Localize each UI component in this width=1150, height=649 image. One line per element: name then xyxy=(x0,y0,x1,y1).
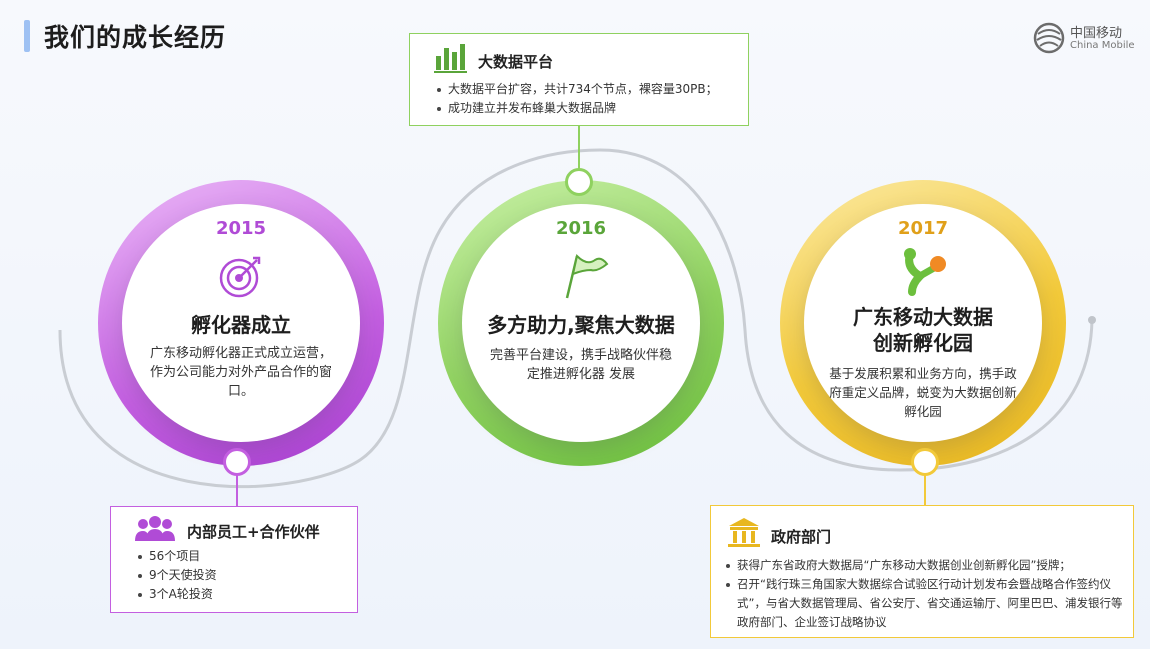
milestone-year: 2016 xyxy=(555,218,607,239)
milestone-2017-card: 2017 广东移动大数据 创新孵化园 基于发展积累和业务方向，携手政府重定义品牌… xyxy=(804,204,1042,442)
box-title: 内部员工+合作伙伴 xyxy=(187,523,320,541)
list-item: 大数据平台扩容，共计734个节点，裸容量30PB； xyxy=(436,80,718,99)
china-mobile-logo-icon xyxy=(1033,22,1065,54)
milestone-title: 孵化器成立 xyxy=(191,313,291,337)
list-item: 召开“践行珠三角国家大数据综合试验区行动计划发布会暨战略合作签约仪式”，与省大数… xyxy=(725,575,1125,632)
box-title: 大数据平台 xyxy=(478,53,554,71)
milestone-2017-dot xyxy=(911,448,939,476)
list-item: 9个天使投资 xyxy=(137,566,217,585)
logo-text-en: China Mobile xyxy=(1070,40,1135,51)
milestone-2016-card: 2016 多方助力,聚焦大数据 完善平台建设，携手战略伙伴稳定推进孵化器 发展 xyxy=(462,204,700,442)
staff-partners-box: 内部员工+合作伙伴 56个项目 9个天使投资 3个A轮投资 xyxy=(110,506,358,613)
box-list: 获得广东省政府大数据局“广东移动大数据创业创新孵化园”授牌； 召开“践行珠三角国… xyxy=(725,556,1125,632)
list-item: 3个A轮投资 xyxy=(137,585,217,604)
people-icon xyxy=(135,516,175,541)
milestone-description: 基于发展积累和业务方向，携手政府重定义品牌，蜕变为大数据创新孵化园 xyxy=(829,366,1017,419)
milestone-year: 2015 xyxy=(215,218,267,239)
track-end-dot xyxy=(1088,316,1096,324)
milestone-2015-dot xyxy=(223,448,251,476)
connector-2016 xyxy=(578,124,580,174)
box-list: 大数据平台扩容，共计734个节点，裸容量30PB； 成功建立并发布蜂巢大数据品牌 xyxy=(436,80,718,118)
title-accent-bar xyxy=(24,20,30,52)
target-icon xyxy=(219,256,261,298)
bar-chart-icon xyxy=(434,44,467,73)
connector-2015 xyxy=(236,462,238,507)
milestone-2015-card: 2015 孵化器成立 广东移动孵化器正式成立运营，作为公司能力对外产品合作的窗口… xyxy=(122,204,360,442)
list-item: 成功建立并发布蜂巢大数据品牌 xyxy=(436,99,718,118)
box-title: 政府部门 xyxy=(771,528,832,546)
milestone-description: 完善平台建设，携手战略伙伴稳定推进孵化器 发展 xyxy=(489,348,672,382)
milestone-title-line2: 创新孵化园 xyxy=(873,331,973,355)
milestone-description: 广东移动孵化器正式成立运营，作为公司能力对外产品合作的窗口。 xyxy=(149,346,332,399)
milestone-title-line1: 广东移动大数据 xyxy=(853,305,993,329)
government-building-icon xyxy=(728,518,760,547)
china-mobile-logo: 中国移动 China Mobile xyxy=(1032,22,1136,56)
list-item: 56个项目 xyxy=(137,547,217,566)
page-title: 我们的成长经历 xyxy=(44,23,227,52)
milestone-2016-dot xyxy=(565,168,593,196)
list-item: 获得广东省政府大数据局“广东移动大数据创业创新孵化园”授牌； xyxy=(725,556,1125,575)
government-box: 政府部门 获得广东省政府大数据局“广东移动大数据创业创新孵化园”授牌； 召开“践… xyxy=(710,505,1134,638)
connector-2017 xyxy=(924,462,926,505)
logo-text-cn: 中国移动 xyxy=(1070,26,1123,41)
box-list: 56个项目 9个天使投资 3个A轮投资 xyxy=(137,547,217,604)
flag-icon xyxy=(565,254,609,299)
bigdata-platform-box: 大数据平台 大数据平台扩容，共计734个节点，裸容量30PB； 成功建立并发布蜂… xyxy=(409,33,749,126)
milestone-year: 2017 xyxy=(897,218,949,239)
milestone-title: 多方助力,聚焦大数据 xyxy=(487,313,675,337)
molecule-icon xyxy=(904,248,946,296)
